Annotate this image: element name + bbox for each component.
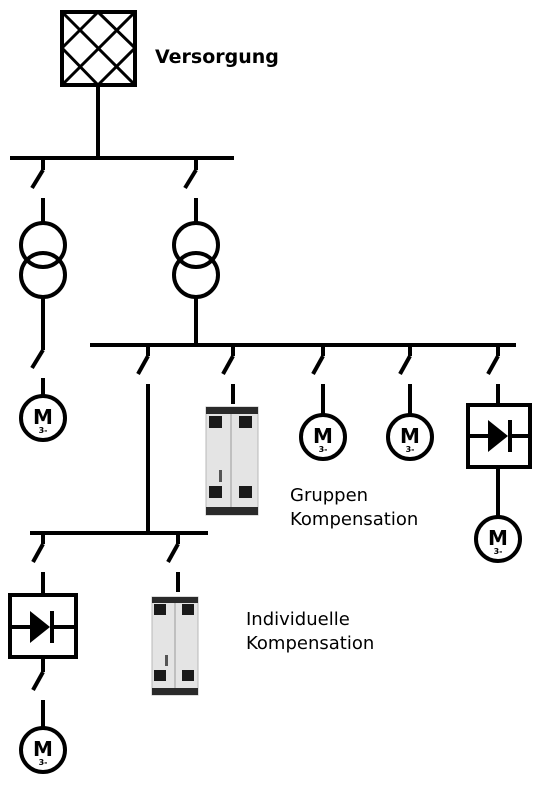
svg-text:3-: 3- xyxy=(39,758,48,767)
svg-text:M: M xyxy=(488,526,508,550)
group-compensation-line2: Kompensation xyxy=(290,509,419,530)
motor-1: M 3- xyxy=(19,394,67,442)
group-cabinet-feeder xyxy=(221,345,235,404)
svg-text:M: M xyxy=(33,405,53,429)
motor-4: M 3- xyxy=(474,515,522,563)
svg-text:M: M xyxy=(400,424,420,448)
left-branch xyxy=(19,158,67,396)
drive-right-symbol xyxy=(466,403,532,469)
group-compensation-label: Gruppen Kompensation xyxy=(290,484,418,532)
supply-symbol xyxy=(60,10,137,87)
group-compensation-line1: Gruppen xyxy=(290,485,369,506)
group-compensation-cabinet xyxy=(205,406,259,516)
individual-compensation-line2: Kompensation xyxy=(246,633,375,654)
individual-compensation-line1: Individuelle xyxy=(246,609,350,630)
motor-3-feeder xyxy=(398,345,412,415)
supply-label: Versorgung xyxy=(155,46,279,68)
motor-2-feeder xyxy=(311,345,325,415)
drive-left-symbol xyxy=(8,593,78,659)
motor-3: M 3- xyxy=(386,413,434,461)
svg-text:3-: 3- xyxy=(319,445,328,454)
individual-cabinet-feeder xyxy=(166,533,180,592)
motor-5: M 3- xyxy=(19,726,67,774)
right-transformer-branch xyxy=(172,158,220,345)
transformer-right-symbol xyxy=(172,221,220,299)
individual-compensation-cabinet xyxy=(151,596,199,696)
svg-text:M: M xyxy=(313,424,333,448)
svg-text:3-: 3- xyxy=(39,426,48,435)
motor-2: M 3- xyxy=(299,413,347,461)
svg-text:M: M xyxy=(33,737,53,761)
svg-text:3-: 3- xyxy=(406,445,415,454)
svg-text:3-: 3- xyxy=(494,547,503,556)
drive-right-feeder xyxy=(486,345,500,405)
drive-left-motor-feeder xyxy=(31,657,45,728)
drive-left-feeder xyxy=(31,533,45,595)
transformer-left-symbol xyxy=(19,221,67,299)
individual-compensation-label: Individuelle Kompensation xyxy=(246,608,374,656)
sub-distribution-feeder xyxy=(136,345,150,533)
